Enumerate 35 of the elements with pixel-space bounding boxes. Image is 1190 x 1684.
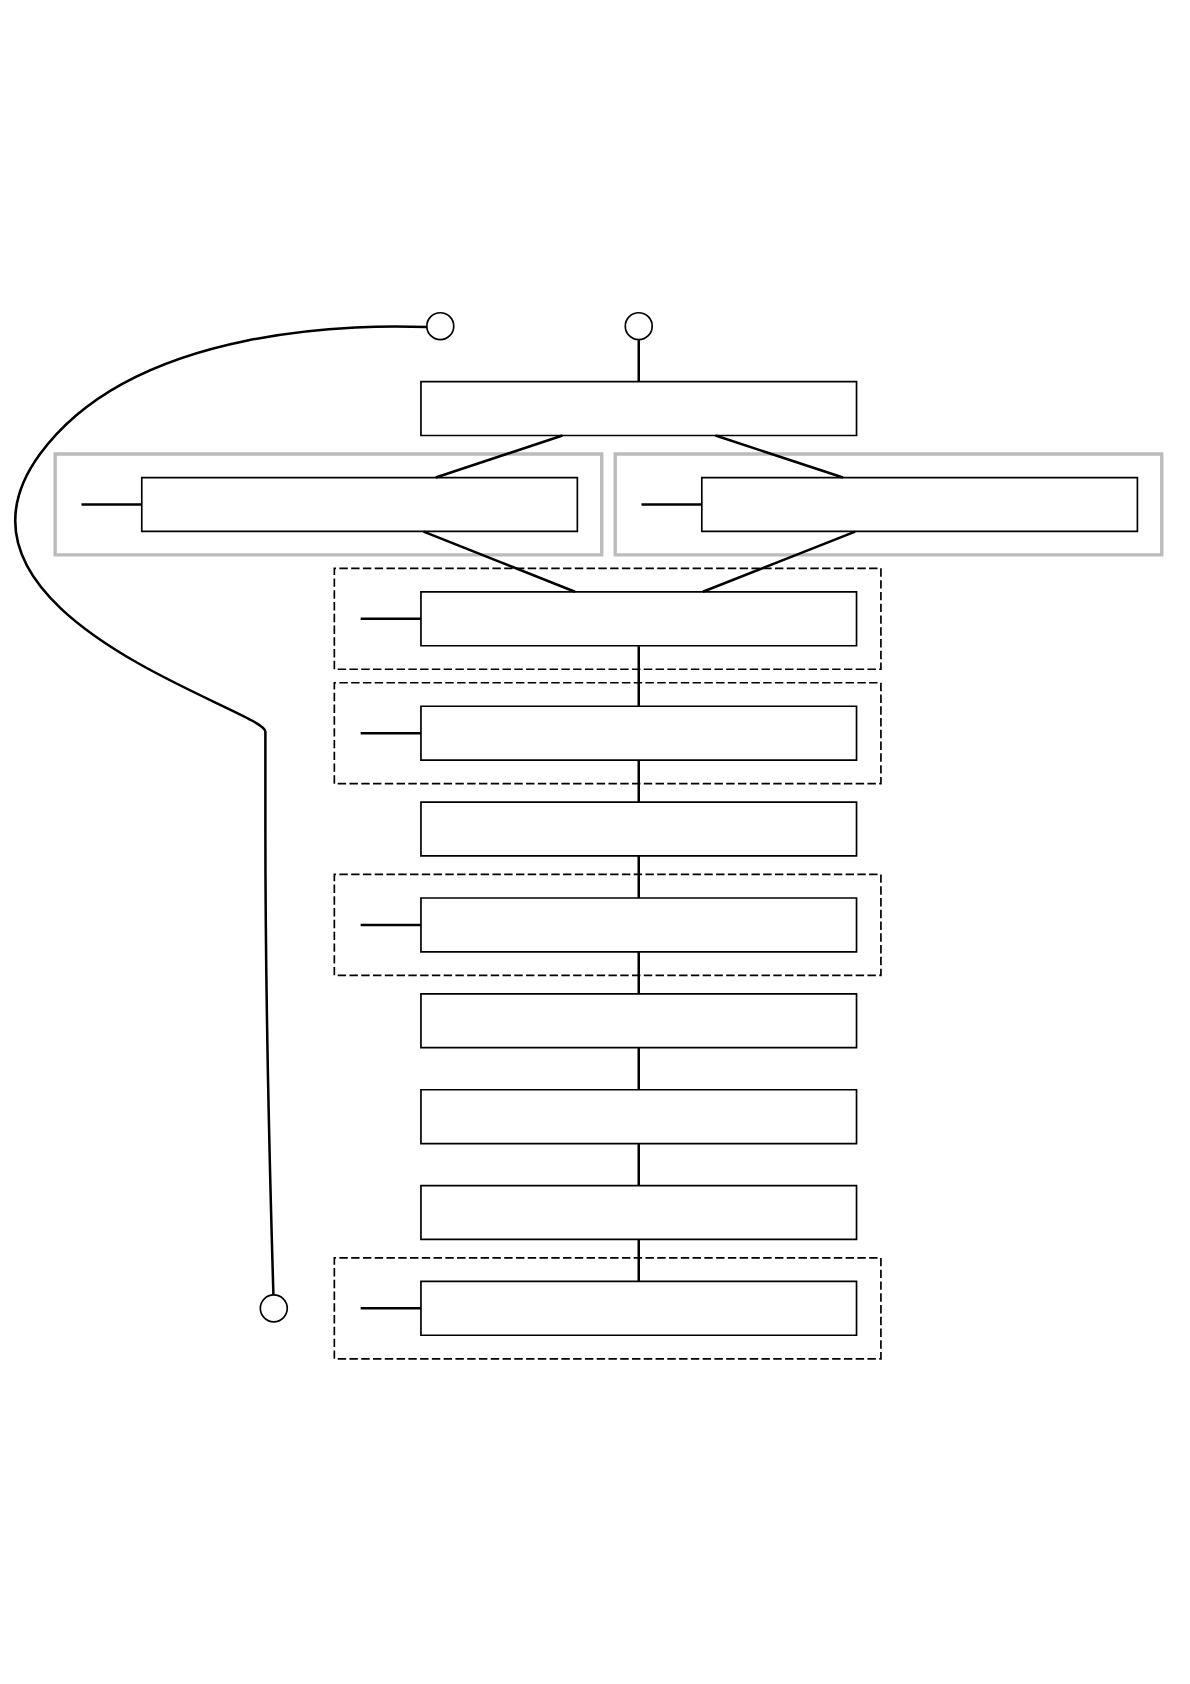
cluster — [333, 873, 882, 976]
connector — [637, 1047, 640, 1090]
node-box — [420, 800, 858, 857]
connector — [81, 502, 142, 506]
connector — [641, 502, 702, 506]
node-box — [420, 590, 858, 647]
node-circle — [624, 311, 654, 340]
node-box — [420, 1088, 858, 1144]
connector — [637, 951, 640, 994]
cluster — [333, 567, 882, 670]
node-box — [420, 896, 858, 953]
node-box — [420, 992, 858, 1048]
connector — [637, 339, 640, 381]
node-circle — [259, 1293, 289, 1323]
connector — [637, 645, 640, 706]
connector — [637, 759, 640, 802]
node-circle — [426, 311, 455, 340]
node-box — [700, 476, 1139, 532]
node-box — [140, 476, 579, 532]
connector — [637, 855, 640, 898]
connector — [360, 923, 421, 926]
node-box — [420, 380, 858, 436]
connector — [360, 1306, 421, 1310]
connector — [637, 1143, 640, 1186]
node-box — [420, 1184, 858, 1240]
cluster — [53, 451, 604, 557]
connector — [14, 324, 427, 1295]
connector — [637, 1238, 640, 1281]
connector — [360, 617, 421, 620]
node-box — [420, 704, 858, 761]
cluster — [333, 681, 882, 784]
node-box — [420, 1280, 858, 1336]
cluster — [613, 451, 1164, 557]
connector — [360, 731, 421, 734]
cluster — [333, 1256, 882, 1360]
